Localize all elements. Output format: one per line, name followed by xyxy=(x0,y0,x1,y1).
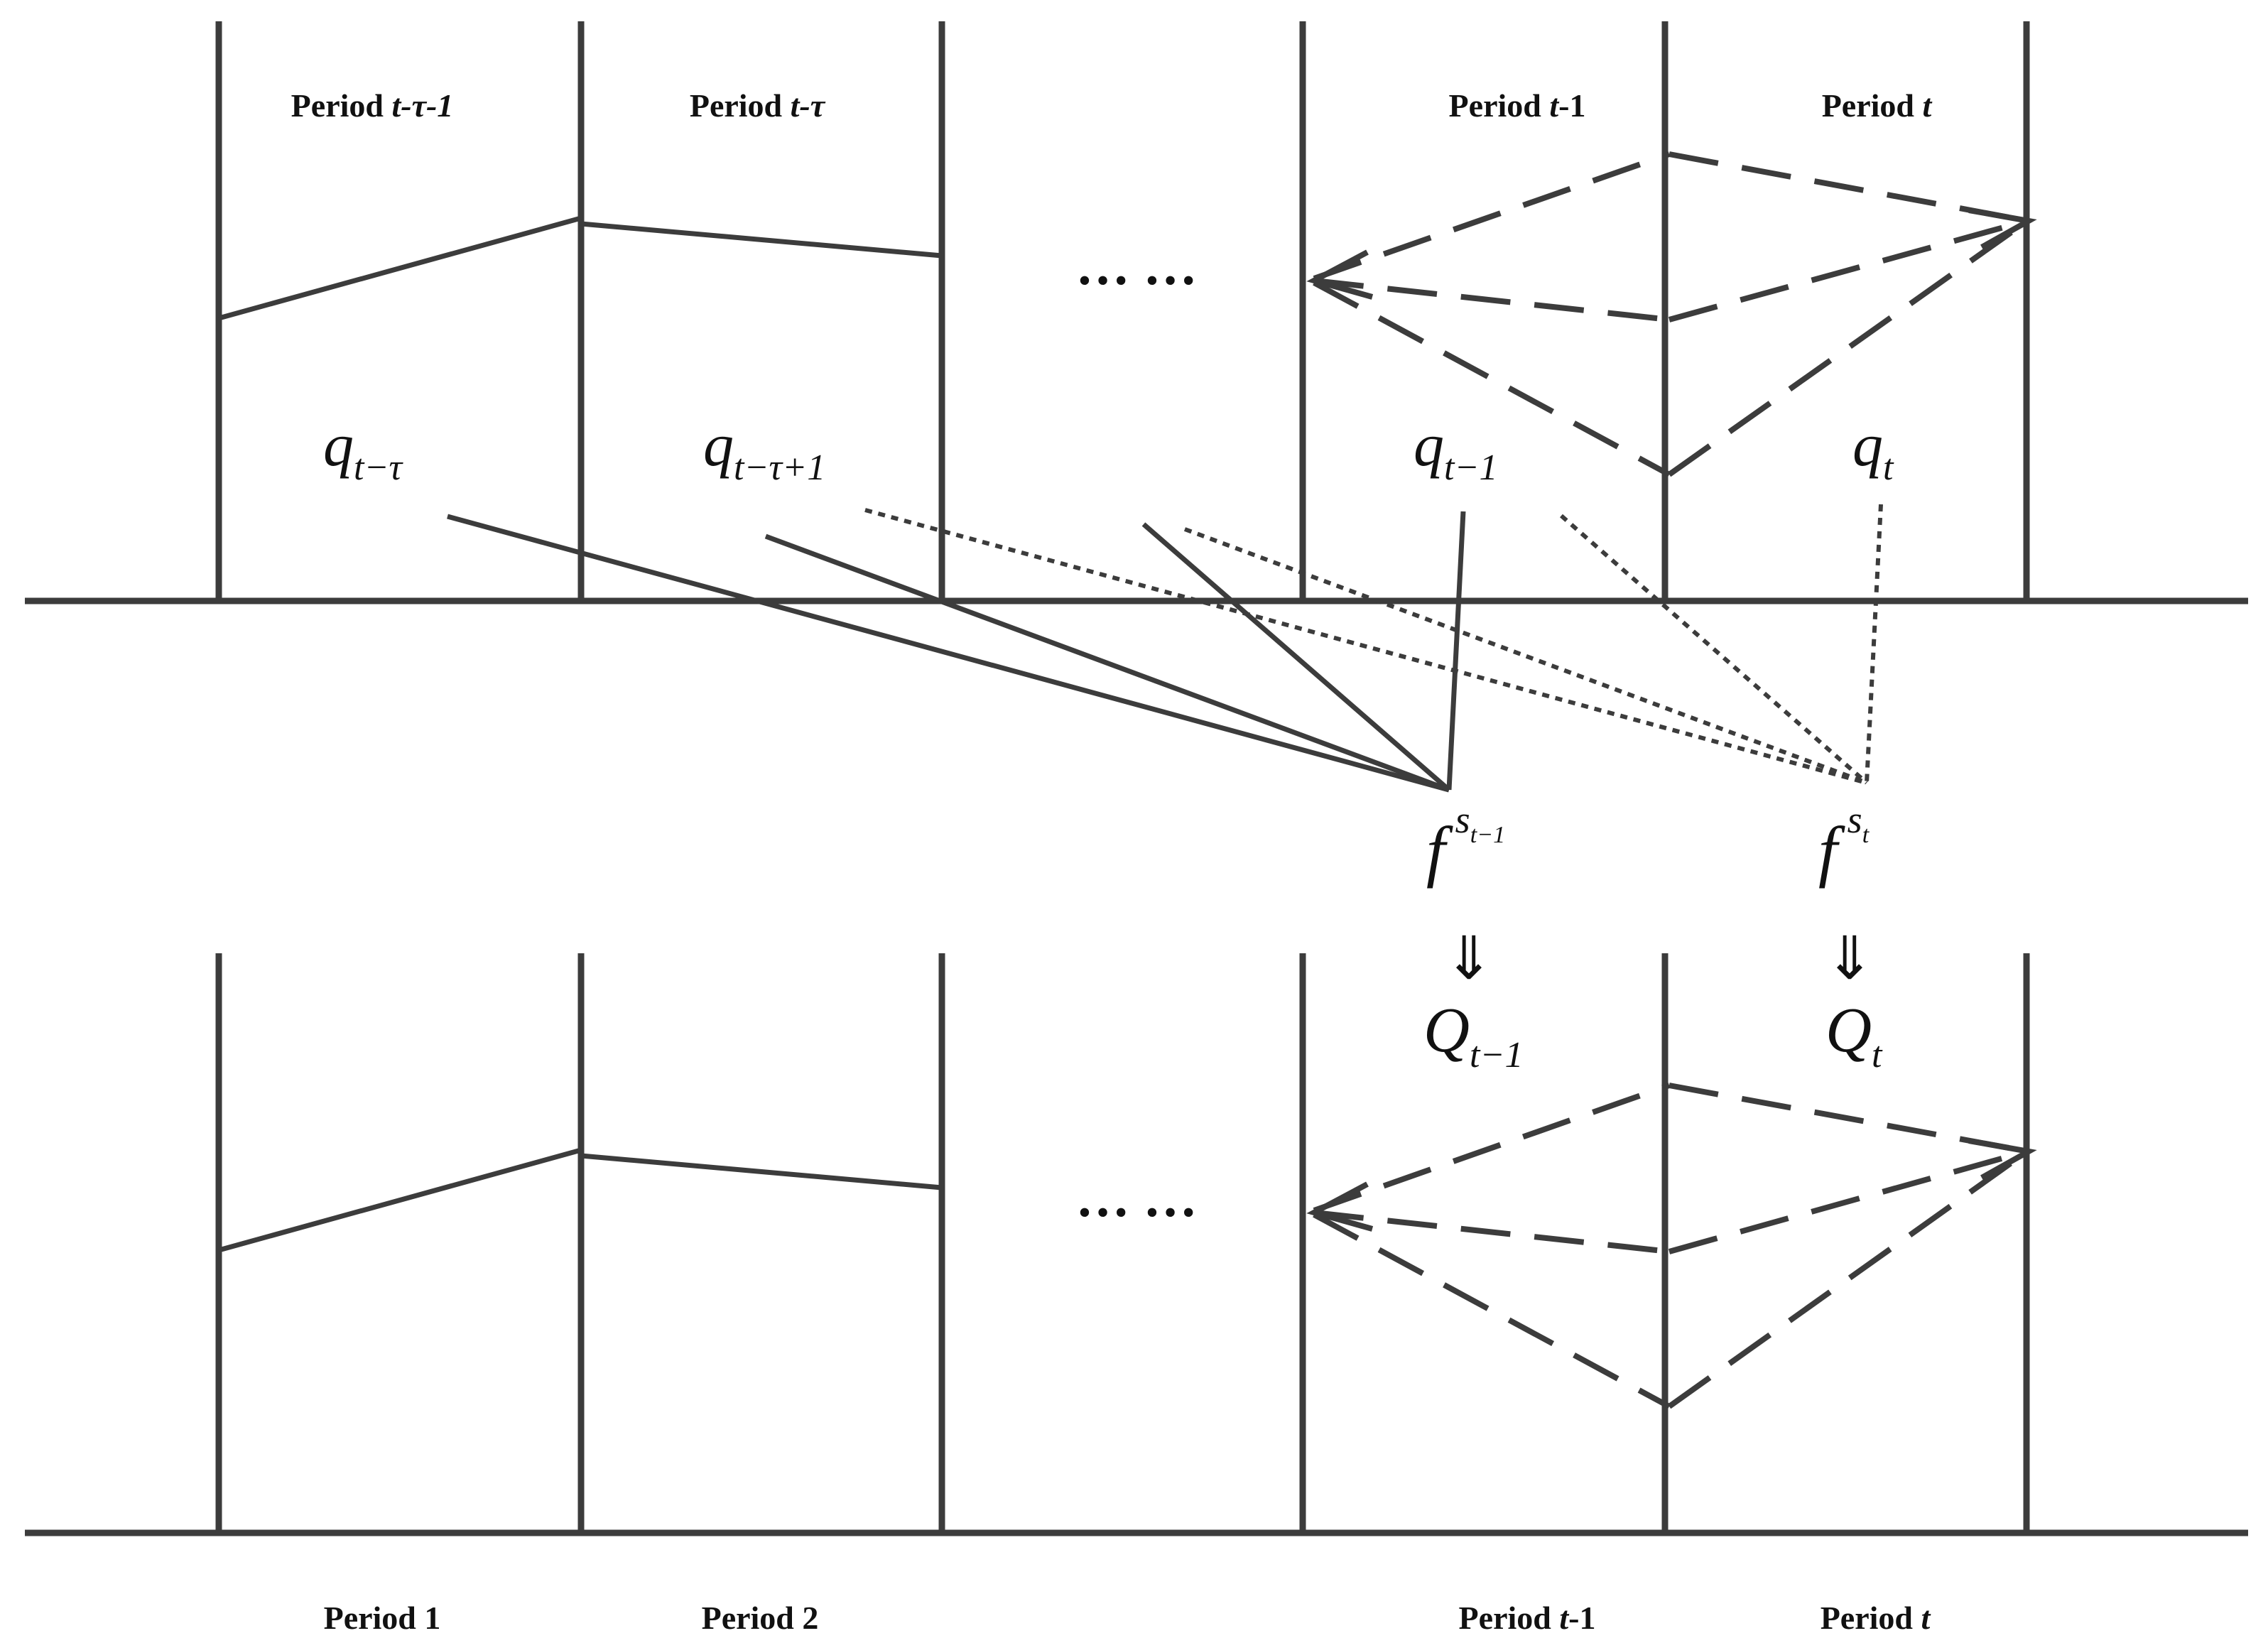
aggregate-Q-t: Qt xyxy=(1825,995,1883,1075)
top-scenario-path xyxy=(1668,219,2026,322)
top-scenario-path xyxy=(1667,220,2026,477)
header-period-t-tau: Period t-τ xyxy=(690,87,826,124)
top-scenario-path xyxy=(1669,151,2025,223)
bottom-scenario-path xyxy=(1669,1083,2025,1154)
arrowhead-left xyxy=(1306,1181,1374,1232)
bottom-scenario-path xyxy=(1313,1212,1671,1409)
quantity-q-t-minus-tau: qt−τ xyxy=(323,411,404,488)
double-down-arrow-icon: ⇓ xyxy=(1825,923,1874,993)
bottom-scenario-path xyxy=(1313,1210,1670,1254)
bottom-dashed-paths xyxy=(1313,1083,2026,1409)
bottom-ellipsis: … … xyxy=(1076,1168,1198,1228)
bottom-arrowheads xyxy=(1306,1138,2037,1232)
connector-to-f-t xyxy=(1865,504,1883,783)
bottom-solid-path xyxy=(218,1147,943,1253)
connector-to-f-t-minus-1 xyxy=(1141,522,1451,792)
top-scenario-path xyxy=(1313,278,1670,322)
aggregate-Q-t-minus-1: Qt−1 xyxy=(1423,995,1524,1075)
double-down-arrow-icon: ⇓ xyxy=(1444,923,1494,993)
quantity-q-t: qt xyxy=(1852,411,1894,488)
arrowhead-right xyxy=(1968,207,2037,250)
top-scenario-path xyxy=(1313,280,1671,477)
bottom-scenario-path xyxy=(1667,1151,2026,1409)
quantity-q-t-minus-1: qt−1 xyxy=(1414,411,1498,488)
forecast-connectors-dotted xyxy=(864,504,1883,785)
header-period-t-tau-1: Period t-τ-1 xyxy=(291,87,454,124)
quantity-q-t-minus-tau-plus-1: qt−τ+1 xyxy=(703,411,825,488)
label-period-2: Period 2 xyxy=(702,1600,819,1636)
bottom-observed-path xyxy=(218,1147,582,1253)
label-period-1: Period 1 xyxy=(324,1600,441,1636)
top-scenario-path xyxy=(1313,151,1671,281)
label-period-t: Period t xyxy=(1821,1600,1931,1636)
connector-to-f-t-minus-1 xyxy=(764,533,1450,793)
connector-to-f-t xyxy=(1560,514,1868,785)
forecast-connectors-solid xyxy=(447,511,1466,793)
bottom-scenario-path xyxy=(1313,1083,1671,1213)
connector-to-f-t-minus-1 xyxy=(1446,511,1466,791)
top-observed-path xyxy=(218,215,582,321)
top-ellipsis: … … xyxy=(1076,237,1198,296)
bottom-panel xyxy=(25,953,2248,1536)
top-arrowheads xyxy=(1306,207,2037,300)
top-solid-path xyxy=(218,215,943,321)
top-observed-path xyxy=(580,221,943,259)
bottom-scenario-path xyxy=(1668,1149,2026,1254)
connector-to-f-t-minus-1 xyxy=(447,514,1450,793)
header-period-t-minus-1: Period t-1 xyxy=(1449,87,1586,124)
top-dashed-paths xyxy=(1313,151,2026,477)
label-period-t-minus-1: Period t-1 xyxy=(1459,1600,1596,1636)
connector-to-f-t xyxy=(864,508,1867,785)
arrowhead-left xyxy=(1306,249,1374,300)
bottom-observed-path xyxy=(580,1153,943,1191)
header-period-t: Period t xyxy=(1822,87,1933,124)
arrowhead-right xyxy=(1968,1138,2037,1181)
